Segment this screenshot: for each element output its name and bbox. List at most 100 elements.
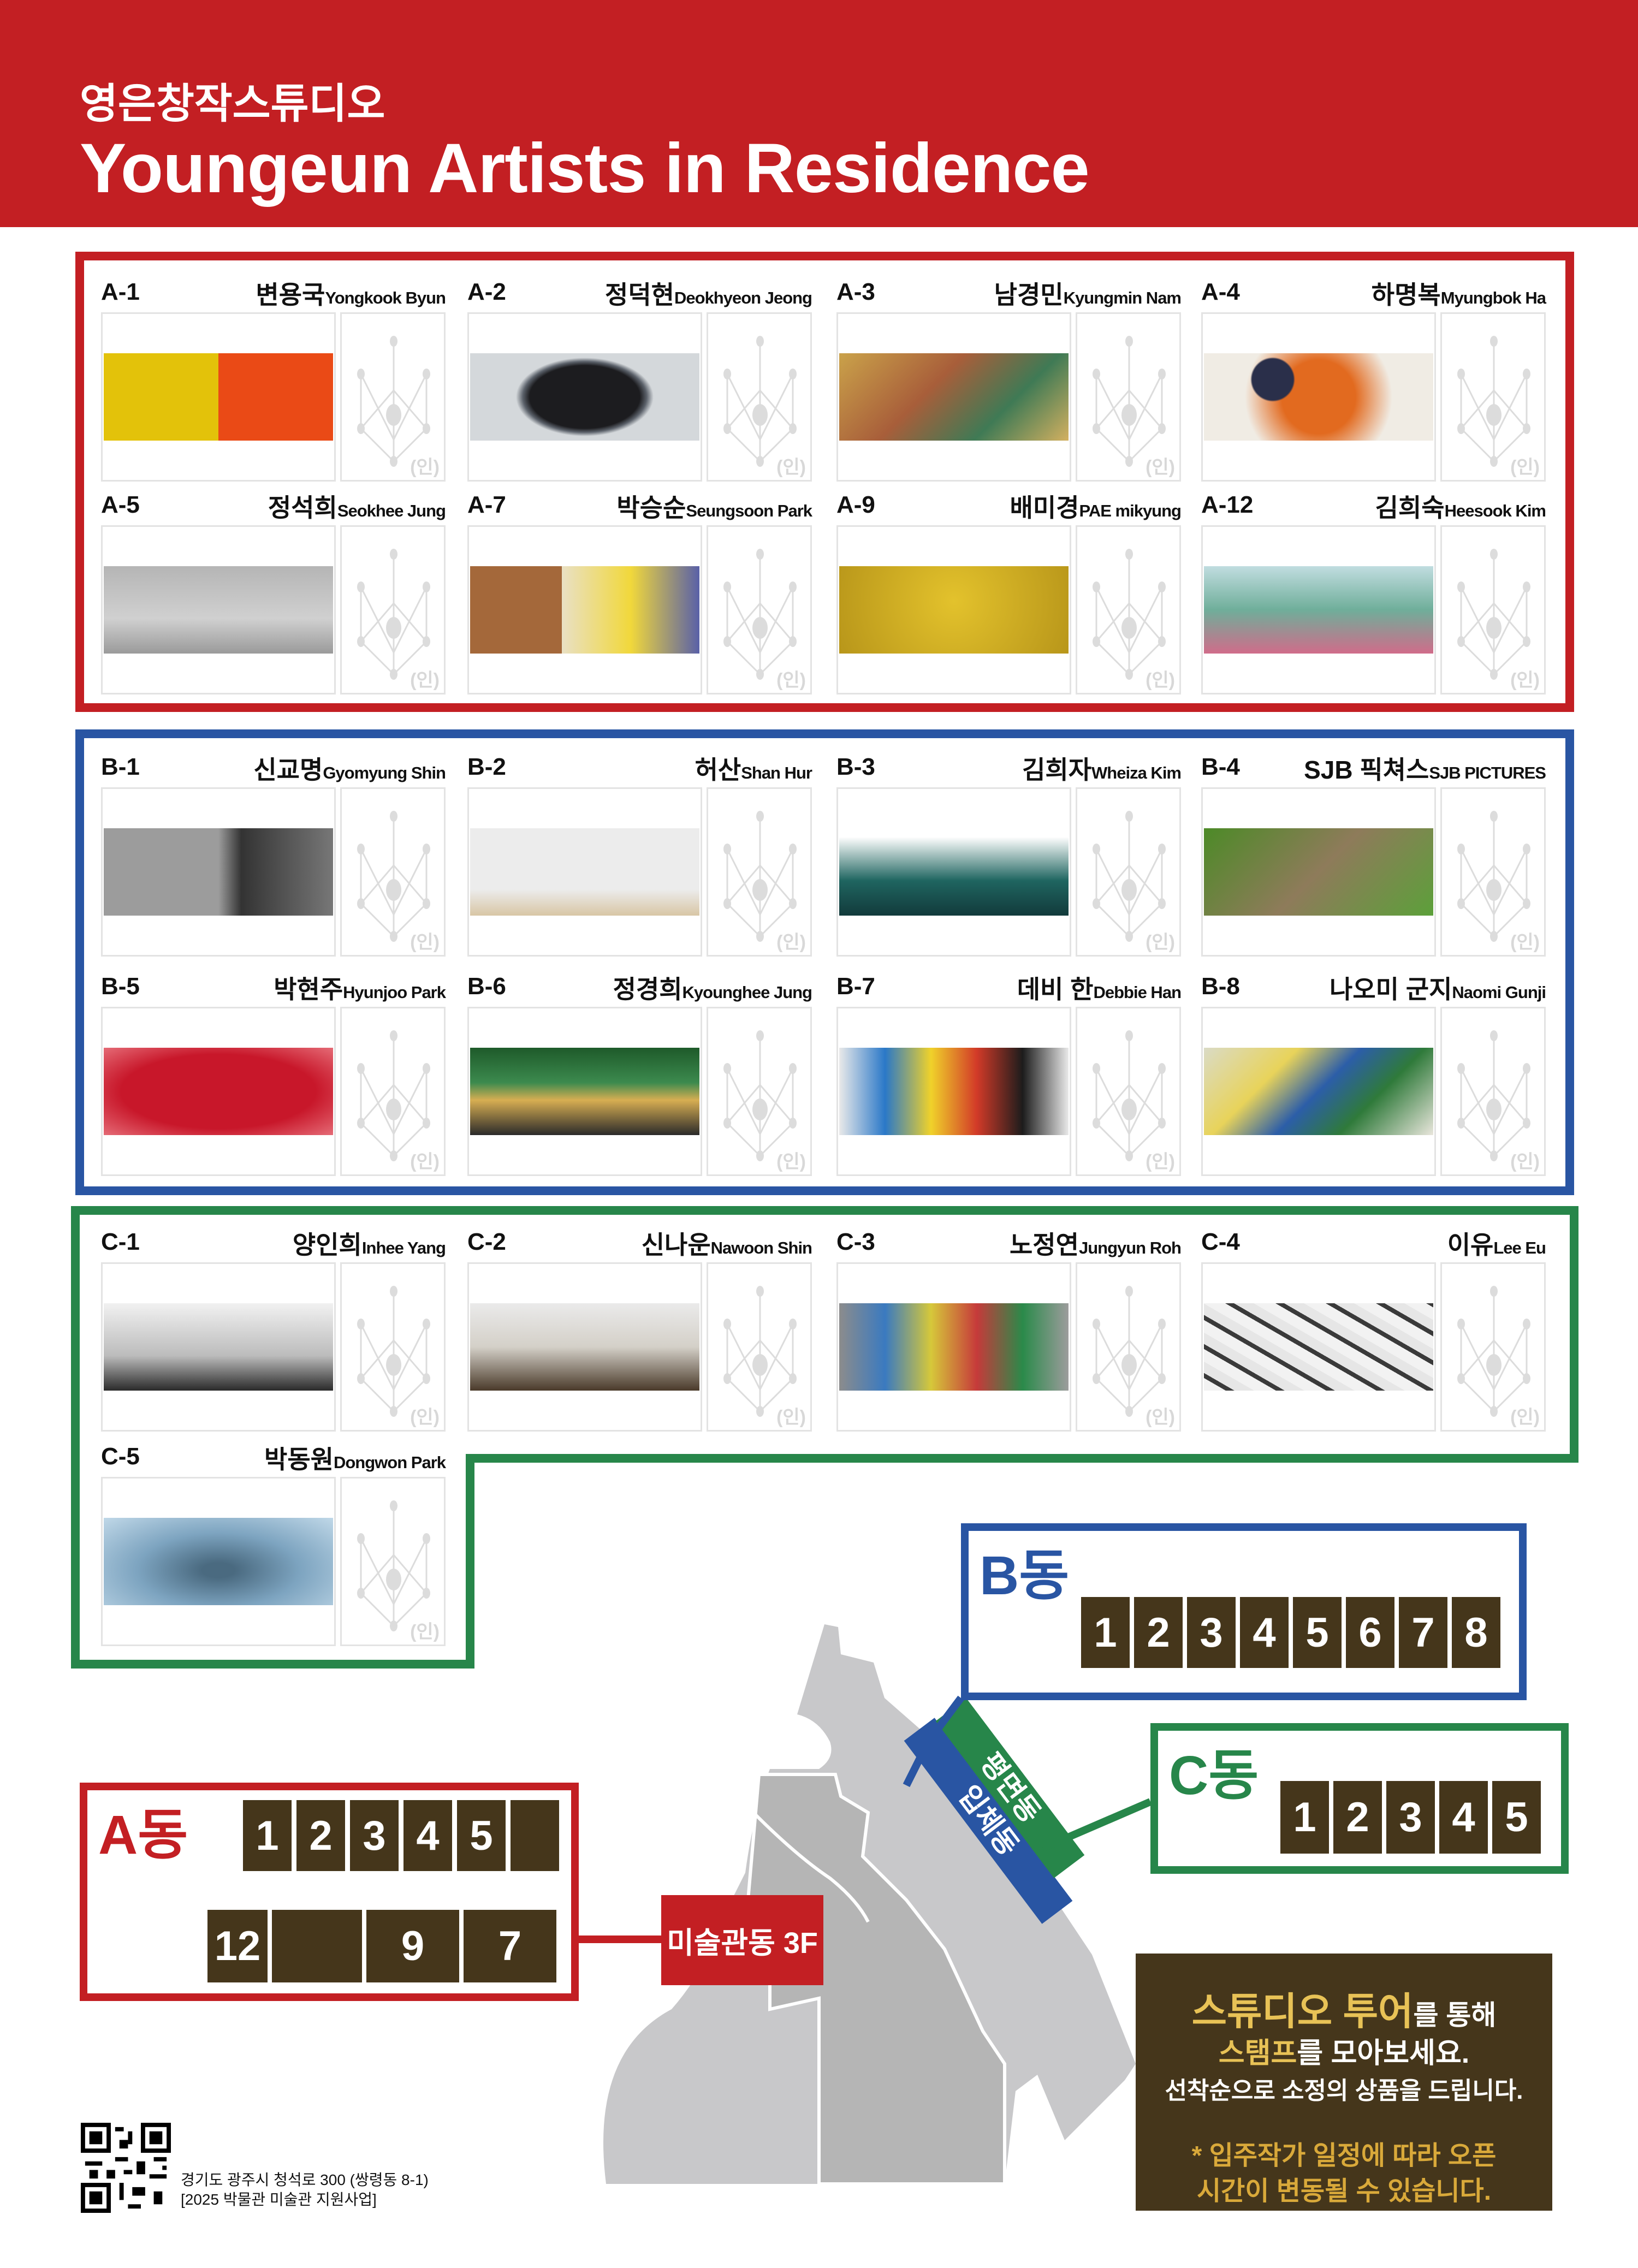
stamp-box: (인) [707,787,812,957]
studio-number-tile: 2 [1333,1781,1382,1854]
stamp-box: (인) [1440,312,1546,482]
studio-code: A-9 [836,491,875,518]
studio-number-tile: 4 [1439,1781,1488,1854]
artist-name-ko: 신나운 [641,1231,711,1259]
studio-card-b-5: B-5 박현주Hyunjoo Park (인) [101,973,446,1176]
studio-number-tile: 1 [1081,1597,1130,1668]
artist-name-ko: 김희자 [1022,756,1092,784]
info-note2: 시간이 변동될 수 있습니다. [1196,2177,1492,2206]
stamp-tour-info: 스튜디오 투어를 통해 스탬프를 모아보세요. 선착순으로 소정의 상품을 드립… [1136,1954,1552,2211]
artist-name: 변용국Yongkook Byun [256,275,446,311]
artist-name: 김희숙Heesook Kim [1375,488,1546,524]
studio-code: B-6 [467,973,506,1000]
stamp-text: (인) [1510,457,1540,478]
program-text: [2025 박물관 미술관 지원사업] [181,2191,377,2208]
stamp-text: (인) [1510,932,1540,953]
artist-name: 박동원Dongwon Park [264,1440,446,1476]
stamp-text: (인) [776,670,806,691]
artist-name-ko: 박승순 [616,494,686,522]
artwork-frame [101,1262,336,1432]
artist-name: 허산Shan Hur [695,750,812,786]
studio-card-a-1: A-1 변용국Yongkook Byun (인) [101,278,446,482]
artwork-frame [836,1262,1071,1432]
artist-name-en: Seokhee Jung [337,501,446,520]
artist-name-ko: 허산 [695,756,741,784]
artwork-frame [467,787,702,957]
artist-name: 이유Lee Eu [1447,1225,1546,1261]
studio-code: B-7 [836,973,875,1000]
artist-name-ko: 변용국 [256,281,325,309]
artist-name-ko: 배미경 [1010,494,1079,522]
stamp-text: (인) [410,670,440,691]
stamp-text: (인) [410,932,440,953]
stamp-text: (인) [1146,1151,1175,1172]
artist-name: 신교명Gyomyung Shin [253,750,446,786]
studio-number-tile: 2 [1134,1597,1183,1668]
studio-code: B-4 [1201,753,1240,780]
title-english: Youngeun Artists in Residence [80,129,1090,207]
artwork-image-yellow-orange-painting [104,353,333,441]
stamp-text: (인) [776,1407,806,1428]
studio-code: B-2 [467,753,506,780]
studio-code: A-5 [101,491,140,518]
artist-name: 노정연Jungyun Roh [1010,1225,1182,1261]
stamp-box: (인) [1440,787,1546,957]
artist-name-en: SJB PICTURES [1429,763,1546,782]
stamp-box: (인) [340,312,446,482]
artist-name-en: Kyounghee Jung [682,983,812,1002]
stamp-box: (인) [1076,1007,1181,1176]
studio-number-tile: 9 [366,1910,459,1982]
studio-card-a-9: A-9 배미경PAE mikyung (인) [836,488,1182,694]
info-highlight: 스탬프 [1218,2038,1297,2069]
stamp-box: (인) [707,1007,812,1176]
studio-number-tile: 7 [1399,1597,1447,1668]
studio-code: B-1 [101,753,140,780]
studio-card-a-4: A-4 하명복Myungbok Ha (인) [1201,278,1546,482]
artist-name-en: Hyunjoo Park [343,983,446,1002]
artwork-image-landscape [1204,566,1433,654]
artist-name: 배미경PAE mikyung [1010,488,1182,524]
stamp-box: (인) [707,1262,812,1432]
studio-code: A-1 [101,278,140,305]
artist-name: SJB 픽쳐스SJB PICTURES [1304,750,1546,786]
studio-number-tile: 2 [296,1800,345,1871]
studio-code: A-12 [1201,491,1254,518]
studio-number-tile: 1 [1280,1781,1329,1854]
stamp-text: (인) [1146,670,1175,691]
stamp-text: (인) [1510,1407,1540,1428]
studio-card-b-3: B-3 김희자Wheiza Kim (인) [836,753,1182,957]
studio-number-tile: 5 [1492,1781,1541,1854]
artist-name: 나오미 군지Naomi Gunji [1330,970,1546,1006]
stamp-text: (인) [410,1151,440,1172]
studio-number-tile: 12 [207,1910,268,1982]
artwork-image-airplane [104,566,333,654]
museum-building-label: 미술관동 3F [661,1895,823,1985]
studio-code: C-2 [467,1228,506,1255]
artist-name-en: Debbie Han [1093,983,1182,1002]
artwork-frame [1201,1007,1436,1176]
studio-number-tile: 5 [457,1800,506,1871]
info-line1: 스튜디오 투어를 통해 [1136,1981,1552,2036]
header-banner: 영은창작스튜디오 Youngeun Artists in Residence [0,0,1638,227]
stamp-box: (인) [1076,312,1181,482]
studio-code: C-4 [1201,1228,1240,1255]
artist-name: 남경민Kyungmin Nam [994,275,1182,311]
artist-name-ko: SJB 픽쳐스 [1304,756,1429,784]
artist-name-en: Wheiza Kim [1091,763,1182,782]
artwork-image-cone-sculpture [470,1303,699,1391]
artwork-frame [836,525,1071,694]
stamp-text: (인) [776,457,806,478]
artwork-image-yellow-relief [839,566,1069,654]
artwork-image-leaves [1204,828,1433,916]
artist-name-ko: 박현주 [274,975,343,1004]
artwork-image-wall-paintings [839,1303,1069,1391]
studio-number-tile: 5 [1293,1597,1342,1668]
studio-number-tile: 3 [1386,1781,1435,1854]
studio-number-tile: 3 [1187,1597,1236,1668]
studio-code: B-8 [1201,973,1240,1000]
artwork-image-blue-resin [104,1518,333,1605]
artwork-frame [467,1262,702,1432]
studio-card-b-4: B-4 SJB 픽쳐스SJB PICTURES (인) [1201,753,1546,957]
artwork-frame [1201,525,1436,694]
